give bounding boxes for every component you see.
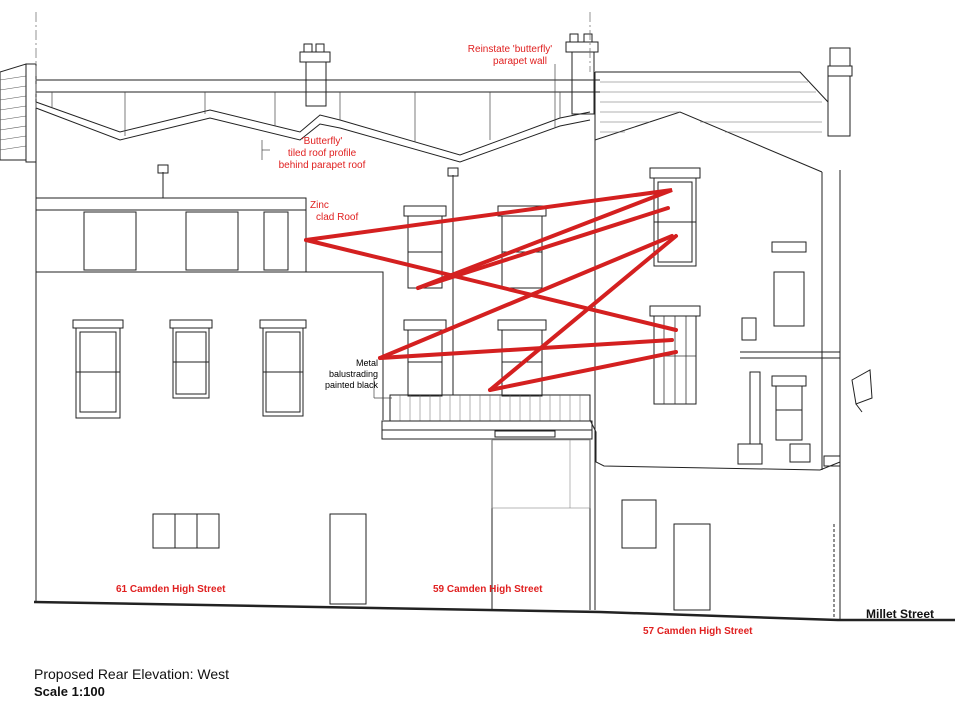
zinc-line1: Zinc xyxy=(310,200,329,211)
window-57-small xyxy=(771,375,807,441)
reinstate-line2: parapet wall xyxy=(493,56,547,67)
reinstate-line1: Reinstate 'butterfly' xyxy=(468,44,553,55)
red-markup xyxy=(304,188,678,392)
ground-door-61 xyxy=(329,513,367,605)
ground-line xyxy=(33,600,955,622)
left-neighbour-roof xyxy=(0,63,37,163)
window-57-side xyxy=(771,241,807,327)
label-57: 57 Camden High Street xyxy=(643,626,753,637)
building-57-roof xyxy=(594,71,829,173)
ground-window-57 xyxy=(621,499,657,549)
label-59: 59 Camden High Street xyxy=(433,584,543,595)
metal-line2: balustrading xyxy=(329,369,378,379)
zinc-roof xyxy=(35,197,307,273)
butterfly-line2: tiled roof profile xyxy=(288,148,357,159)
label-61: 61 Camden High Street xyxy=(116,584,226,595)
butterfly-line1: 'Butterfly' xyxy=(302,136,343,147)
window-57-upper xyxy=(649,167,701,267)
window-61-a xyxy=(72,319,124,419)
balcony xyxy=(381,394,593,440)
window-59-lower-a xyxy=(403,319,447,397)
drawing-title: Proposed Rear Elevation: West xyxy=(34,666,230,682)
chimney-left xyxy=(299,43,331,107)
chimney-right xyxy=(827,47,853,137)
butterfly-line3: behind parapet roof xyxy=(279,160,366,171)
drawing-scale: Scale 1:100 xyxy=(34,684,105,699)
ground-window-61 xyxy=(152,513,220,549)
window-59-upper-a xyxy=(403,205,447,289)
butterfly-roof xyxy=(35,92,591,163)
ground-door-57 xyxy=(673,523,711,611)
metal-line1: Metal xyxy=(356,358,378,368)
lamp xyxy=(851,369,873,413)
chimney-mid xyxy=(565,33,599,115)
metal-line3: painted black xyxy=(325,380,379,390)
street-label: Millet Street xyxy=(866,607,934,621)
zinc-line2: clad Roof xyxy=(316,212,358,223)
window-61-b xyxy=(169,319,213,399)
window-61-c xyxy=(259,319,307,417)
